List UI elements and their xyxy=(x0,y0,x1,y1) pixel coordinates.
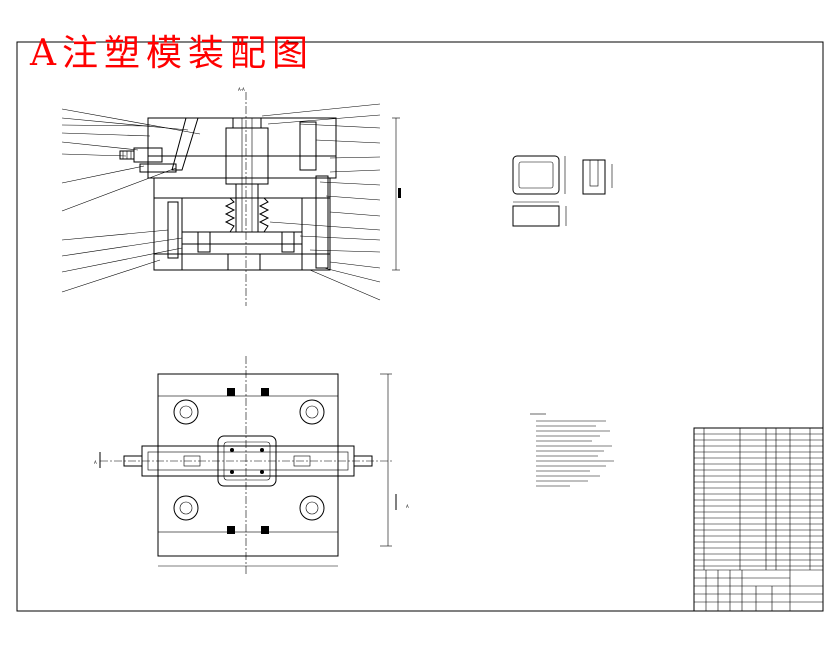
drawing-frame xyxy=(16,41,824,612)
leader-lines-right xyxy=(261,103,381,301)
drawing-title: A注塑模装配图 xyxy=(30,33,314,74)
section-label-right: A xyxy=(406,504,409,509)
title-block xyxy=(694,570,823,611)
plan-view: A A xyxy=(94,356,409,576)
leader-lines-left xyxy=(61,108,201,293)
section-label-top: A-A xyxy=(238,87,245,92)
section-label-left: A xyxy=(94,460,97,465)
parts-list-rows xyxy=(694,433,823,571)
part-detail-view xyxy=(512,155,613,227)
technical-notes xyxy=(530,413,614,487)
parts-list-table xyxy=(693,427,824,612)
section-view: A-A xyxy=(119,87,401,306)
